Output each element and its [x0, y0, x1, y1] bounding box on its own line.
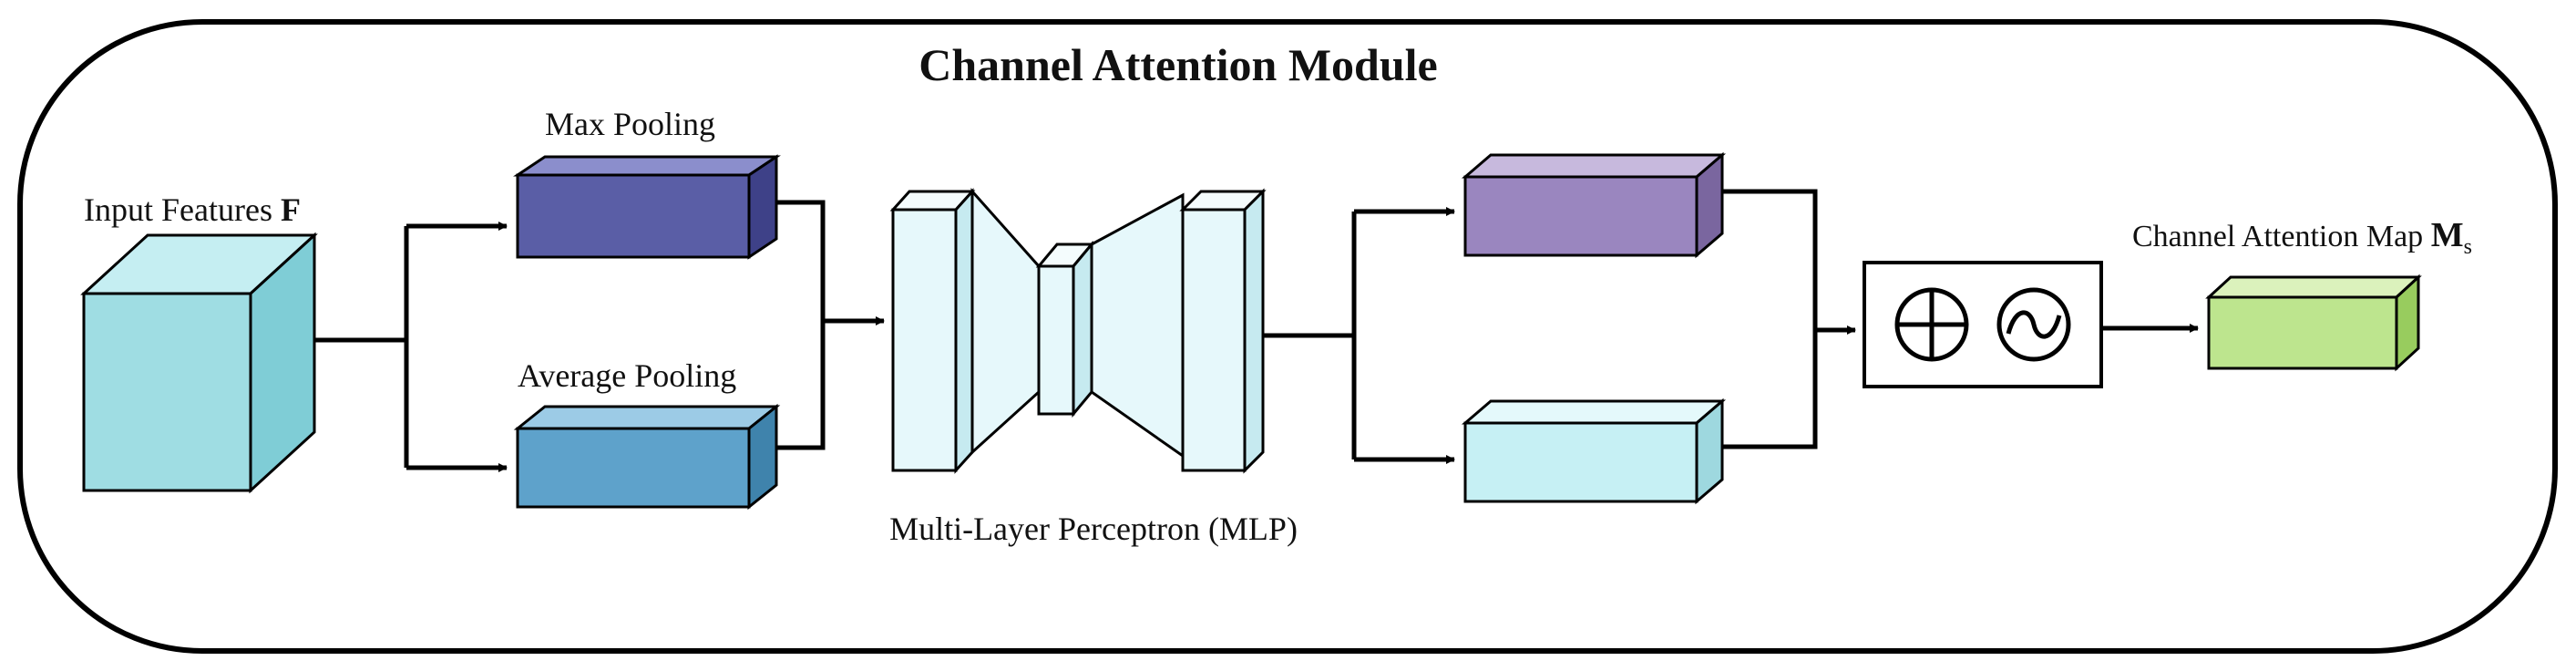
branch-merge-connector: [1722, 189, 1856, 449]
mlp-label: Multi-Layer Perceptron (MLP): [889, 511, 1298, 547]
mlp-output-average-block: [1461, 397, 1727, 505]
input-features-cube: [80, 232, 318, 494]
mlp-block: [889, 188, 1267, 474]
module-title: Channel Attention Module: [919, 39, 1438, 90]
input-features-label: Input Features F: [84, 191, 301, 228]
pooling-merge-connector: [776, 200, 885, 450]
elementwise-sum-icon: [1894, 287, 1969, 362]
input-split-connector: [314, 222, 508, 472]
mlp-split-connector: [1263, 207, 1455, 464]
average-pooling-label: Average Pooling: [518, 357, 736, 394]
max-pooling-label: Max Pooling: [545, 106, 715, 142]
mlp-output-max-block: [1461, 151, 1727, 259]
sigmoid-icon: [1996, 287, 2071, 362]
max-pooling-block: [513, 154, 781, 260]
attention-map-label: Channel Attention Map Ms: [2132, 216, 2472, 259]
average-pooling-block: [513, 403, 781, 511]
operator-box: [1863, 261, 2103, 388]
channel-attention-map-block: [2205, 274, 2422, 372]
